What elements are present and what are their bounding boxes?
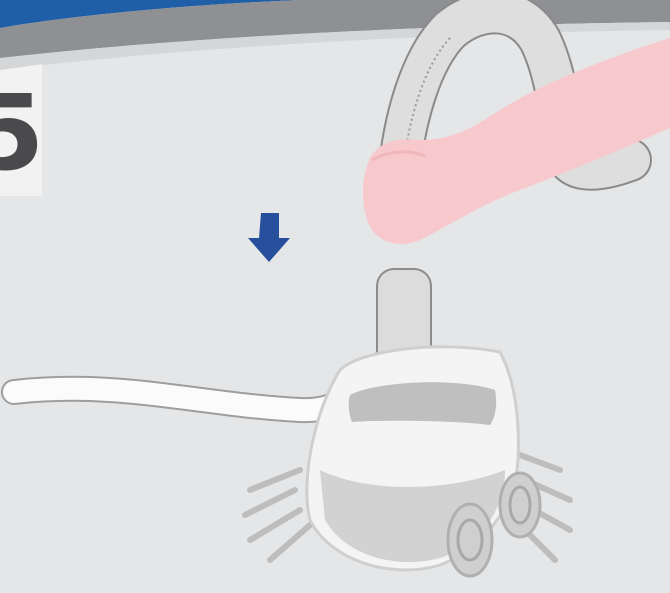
pool-cleaner-robot-icon: [245, 347, 570, 576]
arrow-down-icon: [248, 213, 290, 262]
step-number: 5: [0, 78, 42, 188]
